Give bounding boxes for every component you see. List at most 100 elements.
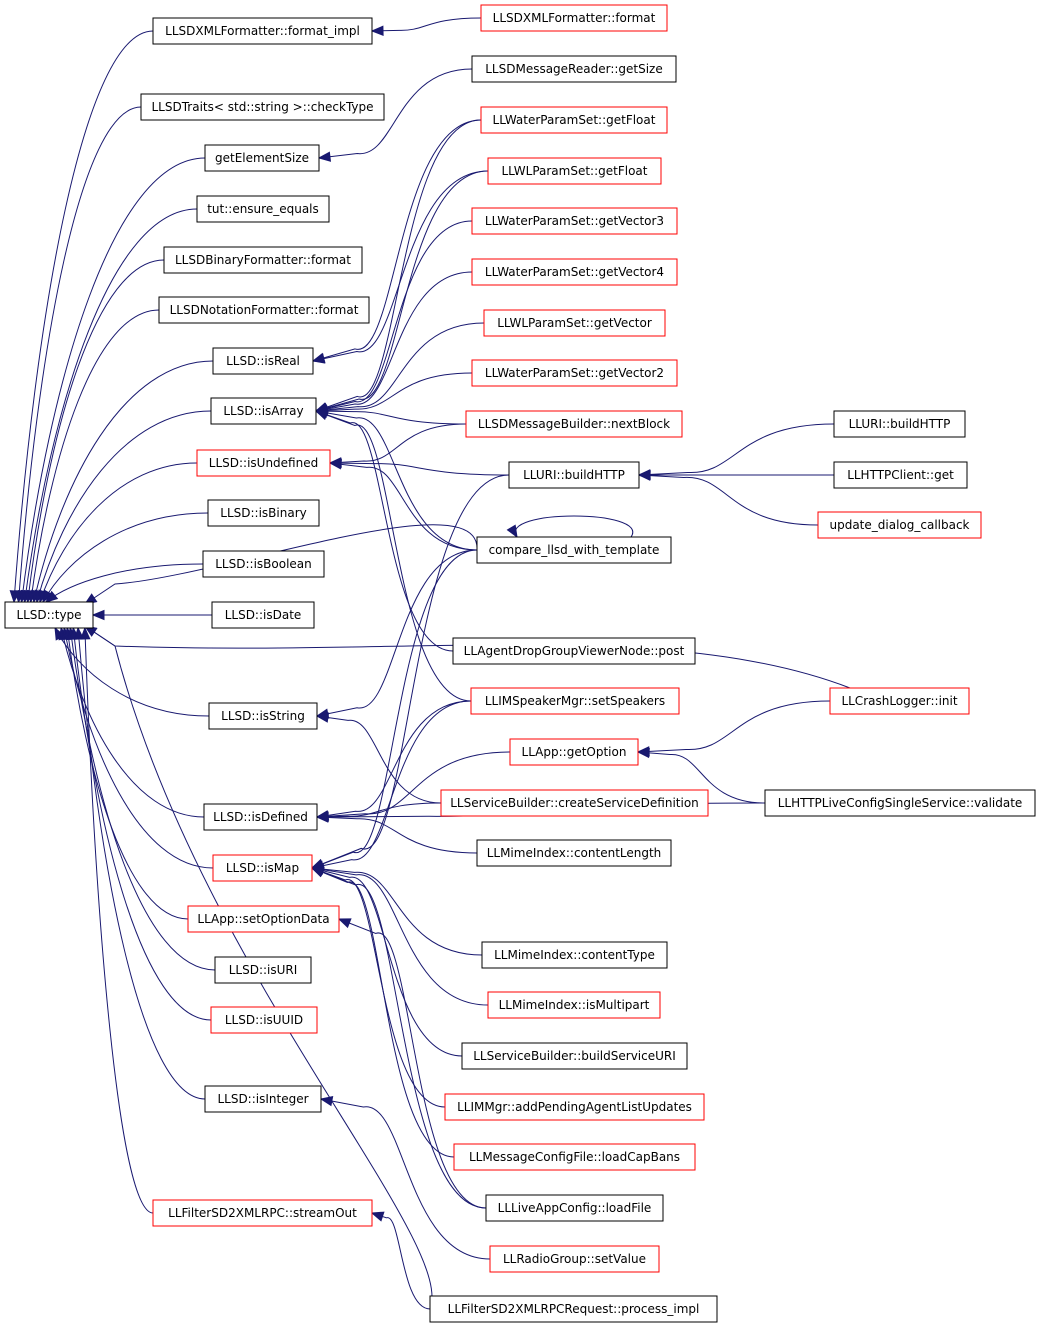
call-edge-line [316,802,442,818]
node-label: LLWLParamSet::getFloat [502,164,648,178]
graph-node-isDefined[interactable]: LLSD::isDefined [203,803,318,831]
graph-node-isUUID[interactable]: LLSD::isUUID [210,1006,318,1034]
arrowhead-icon [44,590,59,603]
graph-node-xml_format[interactable]: LLSDXMLFormatter::format [480,4,668,32]
node-box [210,1006,318,1034]
node-label: LLURI::buildHTTP [523,468,625,482]
node-label: LLSD::isUndefined [209,456,318,470]
graph-node-bin_format[interactable]: LLSDBinaryFormatter::format [163,246,363,274]
call-edge-loadFile-to-setOptionData [337,918,487,1209]
graph-node-msgreader_getsize[interactable]: LLSDMessageReader::getSize [471,55,677,83]
graph-node-isArray[interactable]: LLSD::isArray [210,397,317,425]
graph-node-streamOut[interactable]: LLFilterSD2XMLRPC::streamOut [152,1199,373,1227]
graph-node-wl_getVector[interactable]: LLWLParamSet::getVector [483,309,666,337]
graph-node-water_getFloat[interactable]: LLWaterParamSet::getFloat [480,106,668,134]
node-label: LLWaterParamSet::getVector4 [485,265,664,279]
node-box [202,550,325,578]
graph-node-validate[interactable]: LLHTTPLiveConfigSingleService::validate [764,789,1036,817]
graph-node-water_getVector4[interactable]: LLWaterParamSet::getVector4 [471,258,678,286]
call-edge-httpclient_get-to-buildHTTP_mid [637,469,835,481]
node-label: LLSD::isBoolean [215,557,312,571]
node-label: LLSD::isArray [223,404,303,418]
call-edge-line [33,360,214,603]
node-box [211,601,315,629]
call-edge-compare_llsd-to-isMap [310,549,478,869]
graph-node-buildServiceURI[interactable]: LLServiceBuilder::buildServiceURI [461,1042,688,1070]
node-label: LLWaterParamSet::getVector2 [485,366,664,380]
node-label: LLSD::isDate [225,608,302,622]
graph-node-type[interactable]: LLSD::type [4,601,94,629]
graph-node-crashlogger_init[interactable]: LLCrashLogger::init [829,687,970,715]
call-edge-streamOut-to-type [80,626,154,1214]
call-edge-setOptionData-to-type [63,626,189,920]
call-edge-line [514,515,634,538]
graph-node-isMap[interactable]: LLSD::isMap [212,854,313,882]
call-edge-line [315,322,485,412]
graph-node-compare_llsd[interactable]: compare_llsd_with_template [476,536,672,564]
graph-node-not_format[interactable]: LLSDNotationFormatter::format [158,296,370,324]
graph-node-contentType[interactable]: LLMimeIndex::contentType [481,941,668,969]
graph-node-checktype[interactable]: LLSDTraits< std::string >::checkType [140,93,385,121]
graph-node-update_dialog[interactable]: update_dialog_callback [817,511,982,539]
graph-node-setSpeakers[interactable]: LLIMSpeakerMgr::setSpeakers [470,687,680,715]
graph-node-isMultipart[interactable]: LLMimeIndex::isMultipart [487,991,661,1019]
arrowhead-icon [314,410,329,420]
call-edge-line [42,512,209,603]
graph-node-loadCapBans[interactable]: LLMessageConfigFile::loadCapBans [453,1143,696,1171]
node-label: LLServiceBuilder::buildServiceURI [473,1049,676,1063]
graph-node-addPending[interactable]: LLIMMgr::addPendingAgentListUpdates [444,1093,705,1121]
graph-node-httpclient_get[interactable]: LLHTTPClient::get [833,461,968,489]
graph-node-water_getVector3[interactable]: LLWaterParamSet::getVector3 [471,207,678,235]
graph-node-fmt_impl[interactable]: LLSDXMLFormatter::format_impl [152,17,373,45]
arrowhead-icon [637,470,651,481]
node-box [196,449,331,477]
graph-node-isReal[interactable]: LLSD::isReal [212,347,314,375]
call-edge-line [329,462,510,476]
graph-node-setOptionData[interactable]: LLApp::setOptionData [187,905,340,933]
graph-node-ensure_equals[interactable]: tut::ensure_equals [196,195,330,223]
node-label: LLSD::isUUID [225,1013,303,1027]
graph-node-isUndefined[interactable]: LLSD::isUndefined [196,449,331,477]
graph-node-isBoolean[interactable]: LLSD::isBoolean [202,550,325,578]
graph-node-process_impl[interactable]: LLFilterSD2XMLRPCRequest::process_impl [429,1295,718,1323]
call-edge-process_impl-to-streamOut [370,1211,431,1310]
graph-node-contentLength[interactable]: LLMimeIndex::contentLength [476,839,672,867]
call-edge-line [39,462,198,603]
node-box [509,738,639,766]
arrowhead-icon [310,867,325,878]
graph-node-agentdrop_post[interactable]: LLAgentDropGroupViewerNode::post [452,637,696,665]
graph-node-nextBlock[interactable]: LLSDMessageBuilder::nextBlock [465,410,683,438]
graph-node-getOption[interactable]: LLApp::getOption [509,738,639,766]
call-edge-line [315,220,473,412]
call-edge-line [329,462,478,551]
graph-node-getElementSize[interactable]: getElementSize [204,144,320,172]
graph-node-isDate[interactable]: LLSD::isDate [211,601,315,629]
node-box [452,637,696,665]
graph-node-loadFile[interactable]: LLLiveAppConfig::loadFile [485,1194,664,1222]
call-edge-line [311,700,472,869]
graph-node-isInteger[interactable]: LLSD::isInteger [204,1085,322,1113]
graph-node-isBinary[interactable]: LLSD::isBinary [207,499,320,527]
graph-node-isURI[interactable]: LLSD::isURI [214,956,312,984]
graph-node-setValue[interactable]: LLRadioGroup::setValue [489,1245,660,1273]
call-edge-line [637,751,766,804]
node-box [203,803,318,831]
graph-node-createServiceDef[interactable]: LLServiceBuilder::createServiceDefinitio… [440,789,709,817]
call-edge-line [338,918,487,1209]
graph-node-buildHTTP_right[interactable]: LLURI::buildHTTP [833,410,966,438]
node-label: LLFilterSD2XMLRPCRequest::process_impl [448,1302,700,1316]
call-edge-line [316,715,442,804]
node-box [208,702,318,730]
call-edge-line [371,1212,431,1310]
graph-node-water_getVector2[interactable]: LLWaterParamSet::getVector2 [471,359,678,387]
call-edge-isUUID-to-type [69,626,212,1021]
node-box [480,106,668,134]
graph-node-buildHTTP_mid[interactable]: LLURI::buildHTTP [508,461,640,489]
graph-node-isString[interactable]: LLSD::isString [208,702,318,730]
graph-node-wl_getFloat[interactable]: LLWLParamSet::getFloat [487,157,662,185]
call-edge-not_format-to-type [27,309,160,604]
node-box [204,144,320,172]
call-edge-line [315,410,467,425]
node-box [471,258,678,286]
call-edge-line [27,259,165,603]
